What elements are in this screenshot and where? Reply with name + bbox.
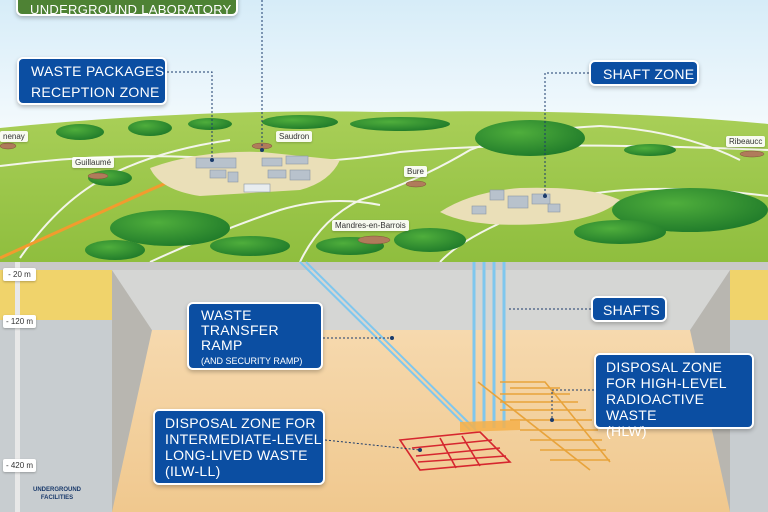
- leader-lines: [167, 0, 594, 451]
- ilw-line-1: DISPOSAL ZONE FOR: [165, 415, 316, 431]
- shafts-label: SHAFTS: [603, 302, 661, 318]
- yellow-stratum-right: [730, 270, 768, 320]
- depth-marker-420m: - 420 m: [3, 459, 36, 472]
- shafts-callout: SHAFTS: [591, 296, 667, 322]
- transfer-note: (AND SECURITY RAMP): [201, 356, 303, 366]
- depth-marker-120m: - 120 m: [3, 315, 36, 328]
- ilw-disposal-callout: DISPOSAL ZONE FOR INTERMEDIATE-LEVEL LON…: [153, 409, 325, 485]
- village-label-ribeaucourt: Ribeaucc: [726, 136, 766, 147]
- village-label-left-edge: nenay: [0, 131, 28, 142]
- hlw-line-3: RADIOACTIVE WASTE: [606, 391, 705, 423]
- transfer-line-1: WASTE: [201, 307, 252, 323]
- depth-gauge: [15, 262, 20, 512]
- transfer-ramp-callout: WASTE TRANSFER RAMP (AND SECURITY RAMP): [187, 302, 323, 370]
- reception-line-1: WASTE PACKAGES: [31, 63, 165, 79]
- village-label-mandres: Mandres-en-Barrois: [332, 220, 409, 231]
- junction-node: [460, 420, 520, 432]
- shafts: [472, 262, 506, 428]
- ilw-line-2: INTERMEDIATE-LEVEL: [165, 431, 322, 447]
- shaft-zone-platform: [440, 187, 620, 225]
- depth-marker-20m: - 20 m: [3, 268, 36, 281]
- village-markers: [0, 142, 765, 245]
- reception-zone-callout: WASTE PACKAGES RECEPTION ZONE: [17, 57, 167, 105]
- underground-facilities-legend: UNDERGROUND FACILITIES: [22, 486, 92, 502]
- shaft-zone-callout: SHAFT ZONE: [589, 60, 699, 86]
- leader-dots: [210, 148, 554, 452]
- transfer-ramp: [299, 261, 477, 431]
- village-label-guillaume: Guillaumé: [72, 157, 115, 168]
- underground-laboratory-callout: UNDERGROUND LABORATORY: [16, 0, 238, 17]
- reception-buildings: [195, 155, 311, 193]
- underground-laboratory-label: UNDERGROUND LABORATORY: [30, 2, 232, 17]
- village-label-saudron: Saudron: [276, 131, 313, 142]
- hlw-line-4: (HLW): [606, 423, 647, 439]
- ilw-line-3: LONG-LIVED WASTE: [165, 447, 308, 463]
- hlw-line-2: FOR HIGH-LEVEL: [606, 375, 727, 391]
- forests: [56, 115, 768, 260]
- shaft-zone-buildings: [471, 189, 561, 215]
- hlw-disposal-callout: DISPOSAL ZONE FOR HIGH-LEVEL RADIOACTIVE…: [594, 353, 754, 439]
- shaft-zone-label: SHAFT ZONE: [603, 66, 695, 82]
- ilw-line-4: (ILW-LL): [165, 463, 221, 479]
- ground-section-top: [0, 262, 768, 270]
- village-label-bure: Bure: [404, 166, 427, 177]
- legend-line-1: UNDERGROUND: [33, 487, 81, 493]
- transfer-line-3: RAMP: [201, 337, 243, 353]
- ilw-disposal-grid: [398, 431, 512, 471]
- transfer-line-2: TRANSFER: [201, 322, 279, 338]
- reception-line-2: RECEPTION ZONE: [31, 84, 160, 100]
- legend-line-2: FACILITIES: [40, 495, 74, 501]
- hlw-line-1: DISPOSAL ZONE: [606, 359, 723, 375]
